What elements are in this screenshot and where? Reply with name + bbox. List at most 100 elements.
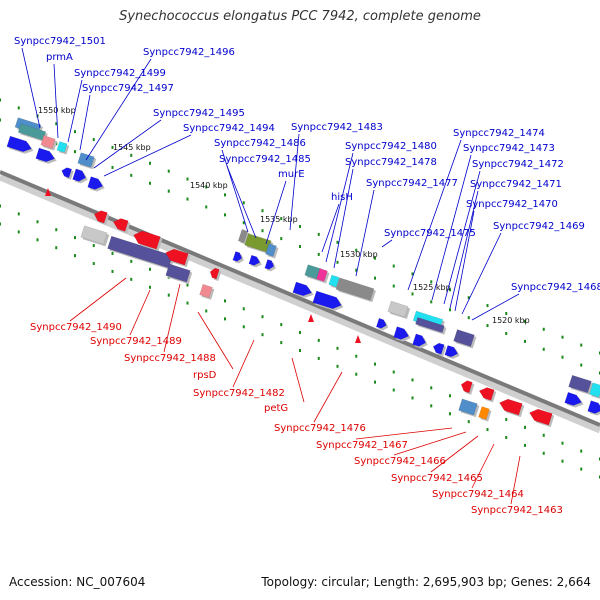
tick-mark <box>36 238 39 242</box>
reverse-gene-label: Synpcc7942_1465 <box>391 473 483 484</box>
forward-gene <box>61 167 73 179</box>
tick-mark <box>505 435 508 439</box>
forward-leader-line <box>21 47 41 129</box>
tick-mark <box>486 324 489 328</box>
forward-gene-label: Synpcc7942_1501 <box>14 36 106 47</box>
tick-mark <box>374 362 376 366</box>
tick-mark <box>524 425 526 429</box>
forward-gene-label: Synpcc7942_1470 <box>466 199 558 210</box>
forward-gene-label: murE <box>278 169 305 180</box>
tick-mark <box>430 300 433 304</box>
forward-gene-label: Synpcc7942_1471 <box>470 179 562 190</box>
forward-gene <box>87 176 104 190</box>
forward-gene-label: Synpcc7942_1478 <box>345 157 437 168</box>
reverse-gene <box>133 230 161 250</box>
forward-gene <box>40 135 56 149</box>
tick-mark <box>299 349 301 352</box>
tick-mark <box>242 201 245 205</box>
tick-mark <box>392 264 395 268</box>
reverse-leader-line <box>471 443 495 489</box>
reverse-leader-line <box>430 435 479 473</box>
reverse-gene <box>460 380 473 394</box>
scale-label: 1535 kbp <box>260 215 298 224</box>
forward-gene <box>237 229 249 243</box>
tick-mark <box>317 252 320 256</box>
reverse-gene-label: Synpcc7942_1488 <box>124 353 216 364</box>
tick-mark <box>542 433 545 437</box>
forward-leader-line <box>449 190 479 309</box>
tick-mark <box>430 280 433 284</box>
reverse-gene-label: Synpcc7942_1466 <box>354 456 446 467</box>
tick-mark <box>580 467 583 471</box>
forward-gene-label: Synpcc7942_1468 <box>511 282 600 293</box>
forward-gene-label: Synpcc7942_1473 <box>463 143 555 154</box>
tick-mark <box>205 205 208 209</box>
tick-mark <box>186 301 189 305</box>
tick-mark <box>355 268 358 272</box>
accession-text: Accession: NC_007604 <box>9 575 146 589</box>
reverse-gene <box>93 210 108 224</box>
forward-gene-label: Synpcc7942_1475 <box>384 228 476 239</box>
forward-gene <box>56 141 68 153</box>
tick-mark <box>242 221 245 225</box>
forward-gene <box>453 329 475 347</box>
tick-mark <box>92 262 95 266</box>
strand-marker <box>45 188 51 196</box>
forward-gene-label: Synpcc7942_1472 <box>472 159 564 170</box>
tick-mark <box>17 106 20 110</box>
reverse-gene <box>199 283 213 299</box>
forward-gene <box>6 135 32 153</box>
forward-gene <box>587 400 600 414</box>
tick-mark <box>0 118 1 122</box>
forward-leader-line <box>79 94 91 151</box>
tick-mark <box>74 254 76 258</box>
tick-mark <box>130 153 133 157</box>
forward-leader-line <box>381 239 393 248</box>
tick-mark <box>524 443 526 447</box>
forward-gene-label: Synpcc7942_1485 <box>219 154 311 165</box>
forward-gene <box>292 281 312 297</box>
tick-mark <box>0 204 1 208</box>
tick-mark <box>561 459 564 463</box>
forward-leader-line <box>333 168 354 269</box>
forward-gene-label: Synpcc7942_1497 <box>82 83 174 94</box>
tick-mark <box>561 355 564 359</box>
tick-mark <box>430 386 433 390</box>
reverse-gene-label: Synpcc7942_1476 <box>274 423 366 434</box>
forward-gene <box>412 333 427 347</box>
forward-leader-line <box>321 203 340 253</box>
forward-leader-line <box>85 58 152 161</box>
forward-gene <box>335 277 375 301</box>
tick-mark <box>411 292 414 296</box>
tick-mark <box>580 343 583 347</box>
forward-gene-label: Synpcc7942_1469 <box>493 221 585 232</box>
tick-mark <box>186 283 189 287</box>
tick-mark <box>355 248 358 252</box>
tick-mark <box>505 311 508 315</box>
forward-leader-line <box>325 152 354 263</box>
forward-gene-label: Synpcc7942_1495 <box>153 108 245 119</box>
reverse-gene <box>165 248 189 266</box>
reverse-gene <box>478 406 490 420</box>
forward-gene <box>35 147 55 163</box>
tick-mark <box>224 193 226 197</box>
tick-mark <box>0 98 1 102</box>
tick-mark <box>242 307 245 311</box>
tick-mark <box>111 145 114 149</box>
forward-gene <box>444 345 459 358</box>
forward-gene-label: Synpcc7942_1486 <box>214 138 306 149</box>
tick-mark <box>336 346 339 350</box>
forward-leader-line <box>454 210 475 312</box>
forward-gene <box>264 259 275 270</box>
reverse-leader-line <box>69 277 127 322</box>
reverse-gene <box>80 225 108 245</box>
tick-mark <box>261 333 264 337</box>
forward-gene <box>248 254 261 266</box>
tick-mark <box>280 323 283 327</box>
forward-leader-line <box>471 293 520 321</box>
forward-gene <box>72 168 87 182</box>
scale-label: 1545 kbp <box>113 143 151 152</box>
tick-mark <box>449 412 451 416</box>
tick-mark <box>449 308 451 312</box>
tick-mark <box>561 335 564 339</box>
